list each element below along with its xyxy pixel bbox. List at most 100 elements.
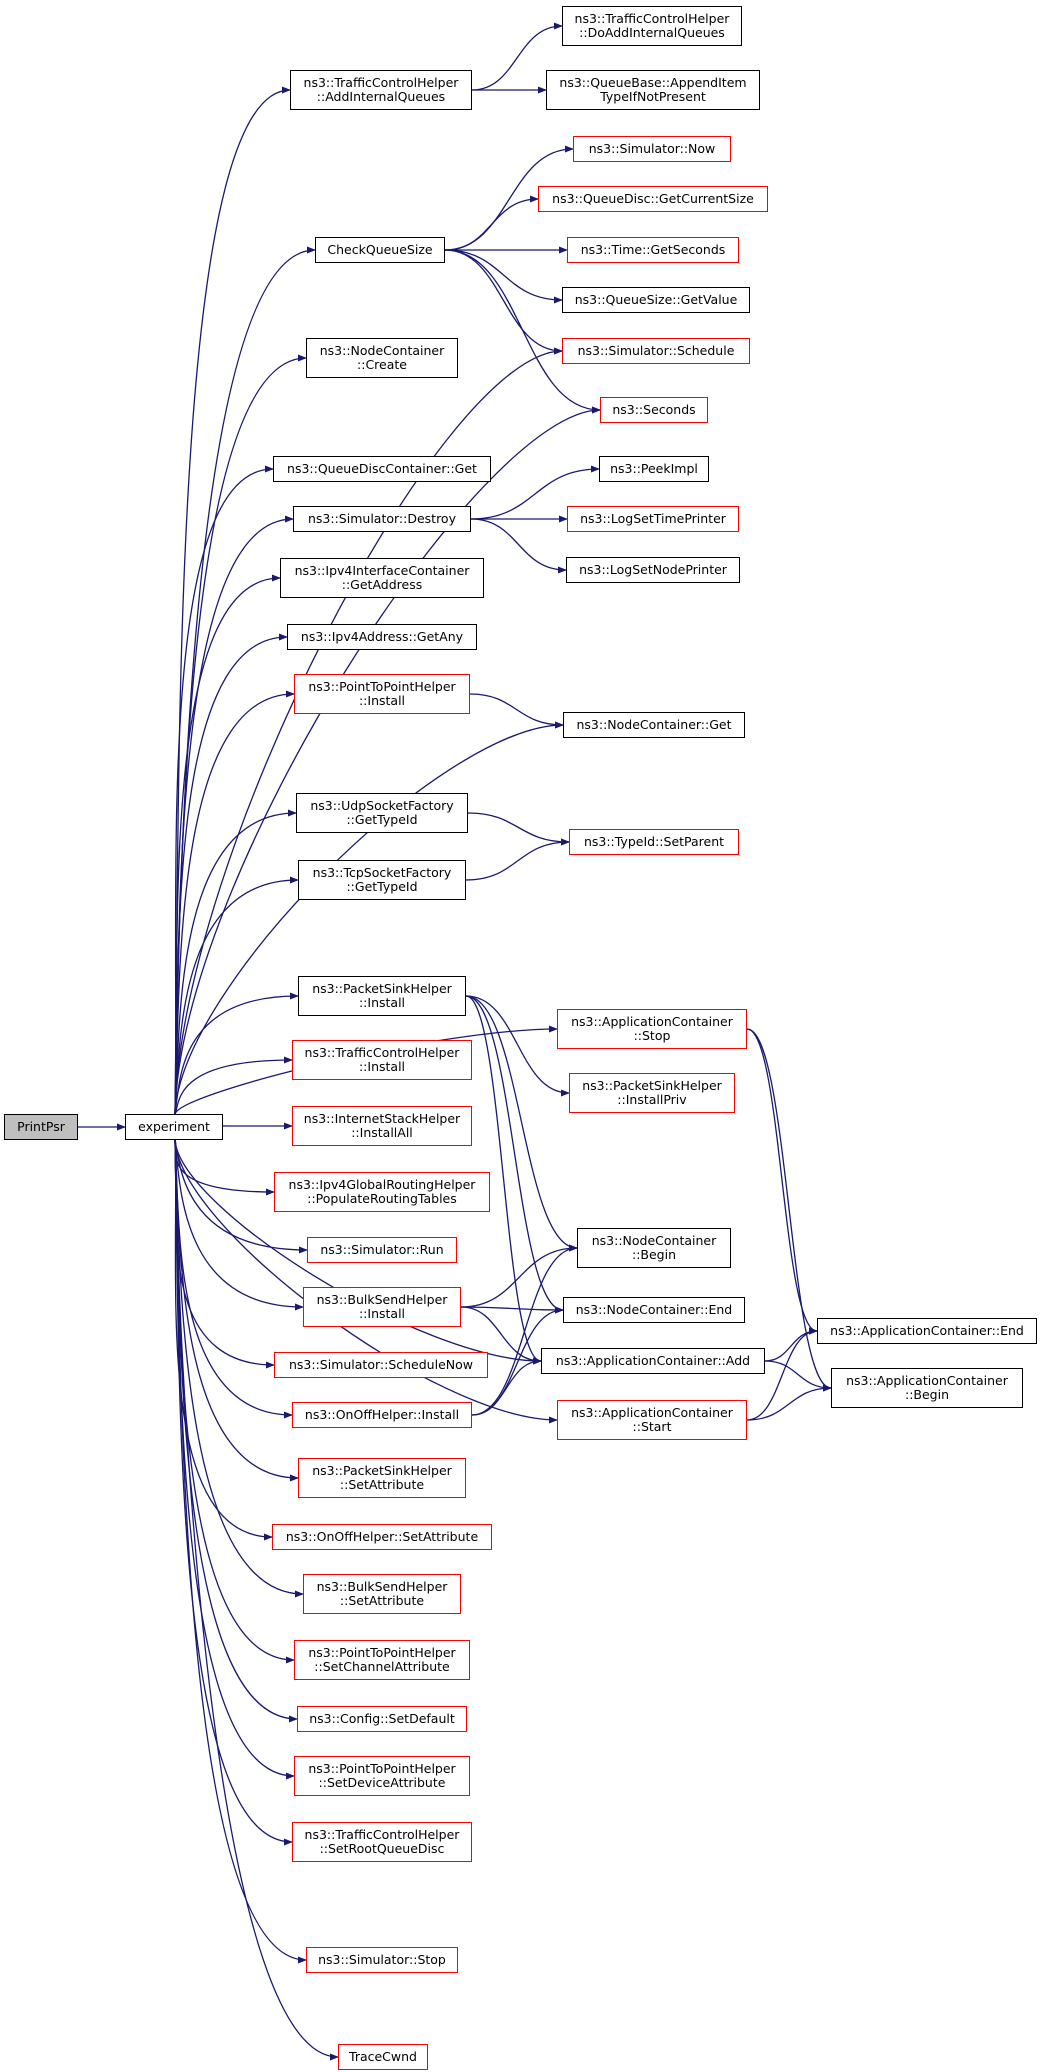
edge-packetsinkhelper-install-to-nodecontainer-begin — [465, 995, 578, 1252]
node-internetstackhelper-installall[interactable]: ns3::InternetStackHelper::InstallAll — [292, 1106, 472, 1146]
node-label-line: ::DoAddInternalQueues — [579, 25, 725, 40]
node-label-line: ::SetChannelAttribute — [314, 1659, 450, 1674]
node-label-line: ns3::Ipv4Address::GetAny — [300, 629, 464, 644]
edge-experiment-to-packetsinkhelper-install — [174, 992, 299, 1115]
edge-experiment-to-simulator-stop — [174, 1139, 307, 1964]
edge-tch-addinternalqueues-to-tch-doaddinternalqueues — [471, 22, 563, 91]
node-packetsinkhelper-installpriv[interactable]: ns3::PacketSinkHelper::InstallPriv — [569, 1073, 735, 1113]
call-edges — [78, 22, 832, 2061]
node-tch-setrootqueuedisc[interactable]: ns3::TrafficControlHelper::SetRootQueueD… — [292, 1822, 472, 1862]
node-label-line: ns3::TrafficControlHelper — [303, 75, 459, 90]
node-label-line: ns3::PacketSinkHelper — [312, 1463, 452, 1478]
node-simulator-schedule[interactable]: ns3::Simulator::Schedule — [562, 338, 750, 364]
node-simulator-run[interactable]: ns3::Simulator::Run — [307, 1237, 457, 1263]
edge-packetsinkhelper-install-to-packetsinkhelper-installpriv — [465, 995, 570, 1097]
node-label-line: ::Install — [358, 1306, 406, 1321]
node-label-line: ns3::QueueDisc::GetCurrentSize — [552, 191, 754, 206]
edge-packetsinkhelper-install-to-nodecontainer-end — [465, 995, 564, 1314]
node-simulator-schedulenow[interactable]: ns3::Simulator::ScheduleNow — [274, 1352, 488, 1378]
node-label-line: ns3::PointToPointHelper — [308, 1761, 456, 1776]
node-label-line: CheckQueueSize — [327, 242, 433, 257]
node-tch-install[interactable]: ns3::TrafficControlHelper::Install — [292, 1040, 472, 1080]
edge-checkqueuesize-to-simulator-schedule — [444, 249, 563, 355]
node-p2phelper-setchannelattribute[interactable]: ns3::PointToPointHelper::SetChannelAttri… — [294, 1640, 470, 1680]
node-label-line: TraceCwnd — [349, 2049, 417, 2064]
edge-onoffhelper-install-to-appcontainer-add — [471, 1357, 542, 1416]
node-nodecontainer-begin: ns3::NodeContainer::Begin — [577, 1228, 731, 1268]
edge-experiment-to-tch-setrootqueuedisc — [174, 1139, 293, 1846]
node-queuedisc-getcurrentsize[interactable]: ns3::QueueDisc::GetCurrentSize — [538, 186, 768, 212]
edge-appcontainer-start-to-appcontainer-end — [746, 1327, 818, 1421]
node-onoffhelper-setattribute[interactable]: ns3::OnOffHelper::SetAttribute — [272, 1524, 492, 1550]
node-typeid-setparent[interactable]: ns3::TypeId::SetParent — [569, 829, 739, 855]
node-tch-doaddinternalqueues: ns3::TrafficControlHelper::DoAddInternal… — [562, 6, 742, 46]
node-label-line: ns3::TypeId::SetParent — [583, 834, 725, 849]
node-label-line: experiment — [138, 1119, 210, 1134]
node-p2phelper-setdeviceattribute[interactable]: ns3::PointToPointHelper::SetDeviceAttrib… — [294, 1756, 470, 1796]
node-tracecwnd[interactable]: TraceCwnd — [338, 2044, 428, 2070]
node-simulator-now[interactable]: ns3::Simulator::Now — [573, 136, 731, 162]
edge-appcontainer-stop-to-appcontainer-begin — [746, 1028, 832, 1392]
node-label-line: ns3::PeekImpl — [610, 461, 698, 476]
edge-onoffhelper-install-to-nodecontainer-begin — [471, 1244, 578, 1416]
node-appcontainer-stop[interactable]: ns3::ApplicationContainer::Stop — [557, 1009, 747, 1049]
edge-experiment-to-bulksendhelper-install — [174, 1139, 304, 1311]
edge-appcontainer-add-to-appcontainer-begin — [764, 1360, 832, 1392]
edge-experiment-to-tracecwnd — [174, 1139, 339, 2061]
node-label-line: ns3::BulkSendHelper — [316, 1292, 448, 1307]
node-label-line: ns3::Time::GetSeconds — [580, 242, 726, 257]
node-label-line: ns3::LogSetTimePrinter — [580, 511, 726, 526]
node-label-line: ns3::ApplicationContainer — [571, 1014, 733, 1029]
edge-experiment-to-udpsocketfactory-gettypeid — [174, 809, 297, 1115]
node-label-line: ns3::LogSetNodePrinter — [579, 562, 727, 577]
node-label-line: ns3::Ipv4InterfaceContainer — [294, 563, 470, 578]
node-label-line: ns3::Config::SetDefault — [309, 1711, 455, 1726]
node-label-line: ::Start — [632, 1419, 672, 1434]
node-logsetnodeprinter: ns3::LogSetNodePrinter — [566, 557, 740, 583]
node-label-line: ns3::PacketSinkHelper — [582, 1078, 722, 1093]
edge-tcpsocketfactory-gettypeid-to-typeid-setparent — [465, 838, 570, 881]
edge-experiment-to-p2phelper-install — [174, 690, 295, 1115]
node-ipv4interfacecontainer-getaddress: ns3::Ipv4InterfaceContainer::GetAddress — [280, 558, 484, 598]
node-peekimpl: ns3::PeekImpl — [599, 456, 709, 482]
node-label-line: ns3::Simulator::Run — [320, 1242, 444, 1257]
edge-checkqueuesize-to-queuedisc-getcurrentsize — [444, 195, 539, 251]
node-label-line: ::Install — [358, 995, 406, 1010]
edge-experiment-to-simulator-destroy — [174, 515, 294, 1115]
node-packetsinkhelper-setattribute[interactable]: ns3::PacketSinkHelper::SetAttribute — [298, 1458, 466, 1498]
node-label-line: ns3::Ipv4GlobalRoutingHelper — [288, 1177, 476, 1192]
node-nodecontainer-end: ns3::NodeContainer::End — [563, 1297, 745, 1323]
node-label-line: ns3::Simulator::Now — [588, 141, 716, 156]
node-label-line: ns3::NodeContainer::Get — [576, 717, 732, 732]
node-appcontainer-add: ns3::ApplicationContainer::Add — [541, 1348, 765, 1374]
node-printpsr: PrintPsr — [4, 1114, 78, 1140]
node-onoffhelper-install[interactable]: ns3::OnOffHelper::Install — [292, 1402, 472, 1428]
node-logsettimeprinter[interactable]: ns3::LogSetTimePrinter — [567, 506, 739, 532]
node-label-line: ns3::NodeContainer::End — [575, 1302, 733, 1317]
node-label-line: TypeIfNotPresent — [600, 89, 706, 104]
node-label-line: ::SetDeviceAttribute — [318, 1775, 446, 1790]
edge-p2phelper-install-to-nodecontainer-get — [469, 693, 564, 729]
node-label-line: ns3::Simulator::ScheduleNow — [288, 1357, 473, 1372]
node-packetsinkhelper-install: ns3::PacketSinkHelper::Install — [298, 976, 466, 1016]
node-seconds[interactable]: ns3::Seconds — [600, 397, 708, 423]
node-bulksendhelper-setattribute[interactable]: ns3::BulkSendHelper::SetAttribute — [303, 1574, 461, 1614]
node-time-getseconds[interactable]: ns3::Time::GetSeconds — [567, 237, 739, 263]
edge-experiment-to-tch-install — [174, 1056, 293, 1115]
node-simulator-stop[interactable]: ns3::Simulator::Stop — [306, 1947, 458, 1973]
edge-bulksendhelper-install-to-nodecontainer-begin — [460, 1244, 578, 1308]
node-label-line: ::InstallAll — [351, 1125, 413, 1140]
edge-simulator-destroy-to-logsetnodeprinter — [470, 518, 567, 574]
node-config-setdefault[interactable]: ns3::Config::SetDefault — [297, 1706, 467, 1732]
node-label-line: ns3::TrafficControlHelper — [304, 1045, 460, 1060]
node-bulksendhelper-install[interactable]: ns3::BulkSendHelper::Install — [303, 1287, 461, 1327]
node-p2phelper-install[interactable]: ns3::PointToPointHelper::Install — [294, 674, 470, 714]
node-label-line: ns3::PointToPointHelper — [308, 1645, 456, 1660]
edge-experiment-to-tcpsocketfactory-gettypeid — [174, 876, 299, 1115]
node-appcontainer-start[interactable]: ns3::ApplicationContainer::Start — [557, 1400, 747, 1440]
edge-appcontainer-start-to-appcontainer-begin — [746, 1384, 832, 1421]
node-label-line: ns3::QueueBase::AppendItem — [559, 75, 747, 90]
node-label-line: ns3::Simulator::Destroy — [308, 511, 456, 526]
node-tcpsocketfactory-gettypeid: ns3::TcpSocketFactory::GetTypeId — [298, 860, 466, 900]
node-ipv4globalrouting-populate[interactable]: ns3::Ipv4GlobalRoutingHelper::PopulateRo… — [274, 1172, 490, 1212]
